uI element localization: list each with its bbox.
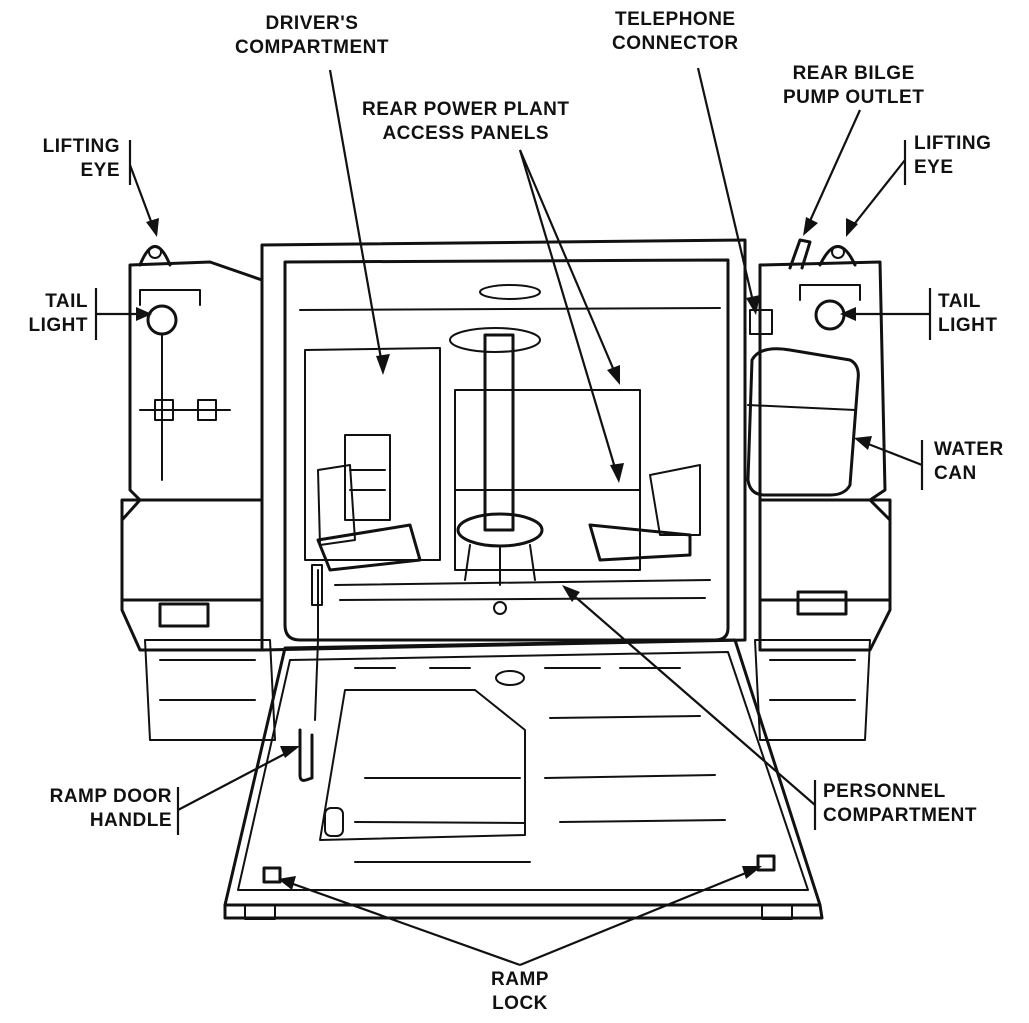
label-ramp-lock: RAMP LOCK xyxy=(491,969,549,1014)
label-tail-light-left: TAIL LIGHT xyxy=(28,291,88,336)
label-drivers-compartment: DRIVER'S COMPARTMENT xyxy=(235,13,389,58)
ramp-inner-panel-latch xyxy=(324,807,344,837)
ramp-cable xyxy=(314,569,319,721)
label-rear-bilge-pump-outlet: REAR BILGE PUMP OUTLET xyxy=(783,63,925,108)
right-fender-box xyxy=(758,498,892,602)
water-can-shape xyxy=(746,347,860,497)
interior-floor xyxy=(334,579,711,601)
left-bench-back xyxy=(317,464,356,546)
ramp-center-fitting xyxy=(495,670,525,686)
interior-top-rail xyxy=(299,307,721,311)
left-bench xyxy=(316,523,422,572)
arrow-rear-bilge-pump xyxy=(803,217,818,236)
ramp-ribs xyxy=(354,667,726,863)
arrow-ramp-lock-right xyxy=(742,866,762,879)
leader-ramp-lock-right xyxy=(519,866,759,967)
arrow-tail-light-right xyxy=(840,307,856,321)
leader-telephone-connector xyxy=(696,67,757,311)
arrow-personnel-compartment xyxy=(562,585,580,602)
left-track xyxy=(144,639,276,741)
arrow-lifting-eye-left xyxy=(146,218,159,237)
dome-light xyxy=(479,284,541,300)
ramp-lock-right xyxy=(756,854,776,872)
right-tail-light-bracket xyxy=(799,284,861,301)
label-ramp-door-handle: RAMP DOOR HANDLE xyxy=(49,786,172,831)
ramp-foot-right xyxy=(761,904,793,920)
right-bench-back xyxy=(649,464,701,536)
ramp-door-handle-shape xyxy=(298,728,314,782)
leader-drivers-compartment xyxy=(328,69,385,371)
floor-fitting xyxy=(493,601,507,615)
telephone-connector-box xyxy=(749,309,773,335)
right-lifting-eye-hole xyxy=(831,245,845,259)
center-post-top xyxy=(449,327,541,353)
label-personnel-compartment: PERSONNEL COMPARTMENT xyxy=(823,781,977,826)
label-lifting-eye-left: LIFTING EYE xyxy=(42,136,120,181)
arrow-drivers-compartment xyxy=(376,354,390,375)
arrow-ramp-door-handle xyxy=(280,746,300,758)
arrow-water-can xyxy=(854,436,872,450)
ramp-door-bottom-edge xyxy=(223,903,824,920)
power-plant-panel-lower xyxy=(454,489,641,571)
center-stool-seat xyxy=(456,512,544,548)
arrow-access-panels-2 xyxy=(610,463,624,483)
leader-lifting-eye-right xyxy=(847,159,906,233)
ramp-cable-spool xyxy=(311,564,323,606)
right-reflector xyxy=(796,590,848,616)
leader-rear-bilge-pump xyxy=(803,109,862,233)
arrow-tail-light-left xyxy=(136,307,152,321)
right-bench xyxy=(588,523,692,562)
left-tail-light-lamp xyxy=(146,304,178,336)
right-tail-light-lamp xyxy=(814,299,846,331)
left-bracket-clamp xyxy=(154,399,174,421)
right-track xyxy=(754,639,871,741)
label-rear-power-plant-access-panels: REAR POWER PLANT ACCESS PANELS xyxy=(362,99,570,144)
left-hull xyxy=(120,260,264,652)
leader-access-panels-1 xyxy=(518,149,620,381)
label-lifting-eye-right: LIFTING EYE xyxy=(914,133,992,178)
drivers-seat xyxy=(344,434,391,521)
label-tail-light-right: TAIL LIGHT xyxy=(938,291,998,336)
interior-back-wall xyxy=(304,347,441,561)
label-telephone-connector: TELEPHONE CONNECTOR xyxy=(612,9,739,54)
center-stool-legs xyxy=(464,544,536,586)
arrow-access-panels-1 xyxy=(607,365,620,385)
left-fender-box xyxy=(120,498,264,602)
ramp-inner-panel xyxy=(319,689,526,841)
ramp-door-inner xyxy=(237,651,809,891)
label-water-can: WATER CAN xyxy=(934,439,1004,484)
power-plant-panel xyxy=(454,389,641,491)
leader-ramp-door-handle xyxy=(177,747,297,811)
left-reflector xyxy=(158,602,210,628)
bilge-pump-outlet-pipe xyxy=(788,238,812,270)
left-lifting-eye-hole xyxy=(148,245,162,259)
arrow-telephone-connector xyxy=(746,295,760,315)
arrow-ramp-lock-left xyxy=(278,876,296,890)
leader-ramp-lock-left xyxy=(281,878,521,967)
leader-personnel-compartment xyxy=(564,587,816,806)
center-post xyxy=(483,333,515,532)
ramp-lock-left xyxy=(262,866,282,884)
door-frame-outer xyxy=(260,238,747,652)
left-tail-light-bracket xyxy=(139,289,231,481)
water-can-strap xyxy=(747,404,856,411)
ramp-foot-left xyxy=(244,904,276,920)
left-bracket-clamp-2 xyxy=(197,399,217,421)
leader-access-panels-2 xyxy=(518,149,620,479)
arrow-lifting-eye-right xyxy=(846,218,858,237)
